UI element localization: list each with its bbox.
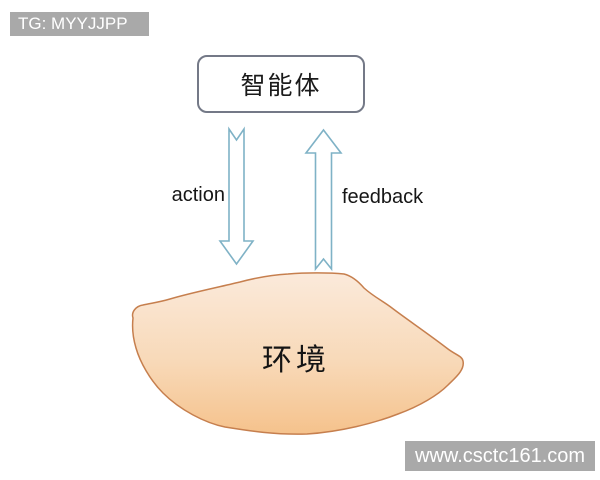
feedback-arrow-label: feedback	[342, 186, 424, 208]
action-arrow-label: action	[171, 184, 225, 206]
environment-label: 环境	[262, 344, 330, 377]
agent-box-label: 智能体	[240, 72, 322, 100]
website-watermark-badge: www.csctc161.com	[405, 441, 595, 471]
feedback-arrow-up-icon	[304, 128, 343, 272]
environment-blob	[131, 272, 464, 435]
action-arrow-down-icon	[218, 126, 255, 266]
agent-box: 智能体	[197, 55, 365, 113]
telegram-watermark-badge: TG: MYYJJPP	[10, 12, 149, 36]
